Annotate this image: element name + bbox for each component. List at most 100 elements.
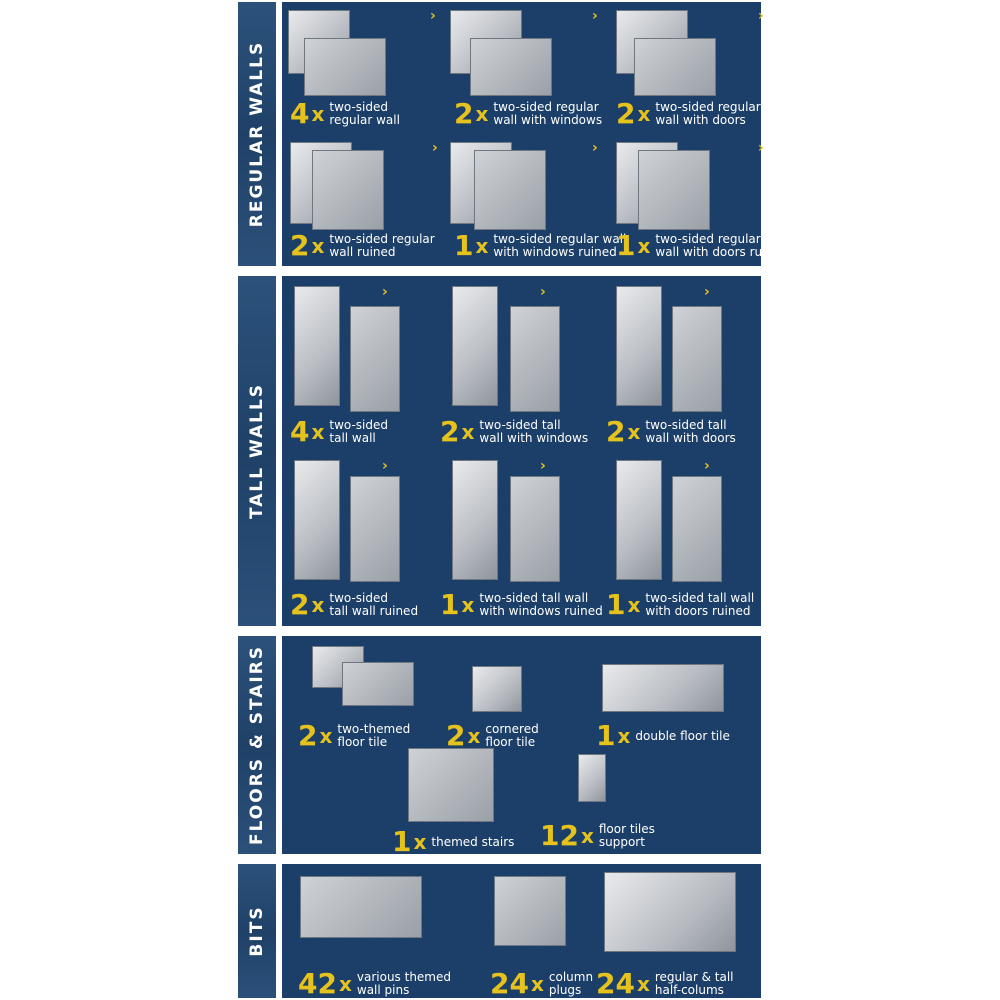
description-line-1: double floor tile [635,728,730,743]
description-line-2: tall wall ruined [329,604,419,618]
description-line-2: wall with doors [645,431,736,445]
section-title: REGULAR WALLS [247,40,267,228]
component-illustration [312,150,384,230]
description-line-1: two-sided tall [479,418,561,432]
component-illustration [300,876,422,938]
description-line-2: wall with windows [479,431,589,445]
flip-arrow-icon: › [758,140,764,156]
item-count: 2 [290,588,310,621]
component-illustration [672,306,722,412]
description-line-2: wall ruined [329,245,396,259]
component-illustration [634,38,716,96]
description-line-2: plugs [548,983,582,997]
description-line-2: wall with doors ruined [655,245,789,259]
description-line-1: two-sided regular [329,232,435,246]
description-line-2: half-colums [654,983,724,997]
section-title: BITS [247,905,267,957]
flip-arrow-icon: › [382,284,388,300]
description-line-1: two-sided [329,100,389,114]
component-illustration [474,150,546,230]
times-sign: x [617,724,631,748]
item-count: 2 [290,229,310,262]
description-line-1: two-sided regular [655,232,761,246]
description-line-1: floor tiles [598,822,655,836]
description-line-2: regular wall [329,113,400,127]
description-line-2: with doors ruined [645,604,751,618]
item-count: 4 [290,415,310,448]
times-sign: x [467,724,481,748]
item-count: 1 [616,229,636,262]
description-line-1: two-sided [329,418,389,432]
item-count: 1 [606,588,626,621]
description-line-2: support [598,835,645,849]
item-count: 12 [540,819,579,852]
section-title: TALL WALLS [247,382,267,520]
section-title: FLOORS & STAIRS [247,644,267,846]
item-count: 1 [440,588,460,621]
times-sign: x [338,972,352,996]
description-line-1: column [548,970,594,984]
component-illustration [616,286,662,406]
times-sign: x [530,972,544,996]
item-description: double floor tile [635,728,730,743]
flip-arrow-icon: › [540,284,546,300]
description-line-2: wall pins [356,983,410,997]
times-sign: x [311,420,325,444]
description-line-2: with windows ruined [493,245,617,259]
times-sign: x [311,102,325,126]
description-line-1: two-sided regular [493,100,599,114]
item-count: 2 [440,415,460,448]
item-count: 1 [392,825,412,858]
flip-arrow-icon: › [540,458,546,474]
times-sign: x [413,830,427,854]
description-line-1: two-sided [329,591,389,605]
component-illustration [510,306,560,412]
flip-arrow-icon: › [432,140,438,156]
component-illustration [510,476,560,582]
component-illustration [604,872,736,952]
description-line-2: floor tile [337,735,388,749]
component-illustration [470,38,552,96]
component-illustration [638,150,710,230]
flip-arrow-icon: › [704,284,710,300]
times-sign: x [627,420,641,444]
item-description: themed stairs [431,835,514,849]
description-line-1: regular & tall [654,970,734,984]
component-illustration [616,460,662,580]
component-illustration [452,460,498,580]
section-label: REGULAR WALLS [238,2,276,266]
component-illustration [350,476,400,582]
description-line-1: various themed [356,970,451,984]
item-count: 2 [454,97,474,130]
item-count: 24 [596,967,635,1000]
component-illustration [342,662,414,706]
description-line-1: cornered [485,722,539,736]
description-line-2: with windows ruined [479,604,603,618]
